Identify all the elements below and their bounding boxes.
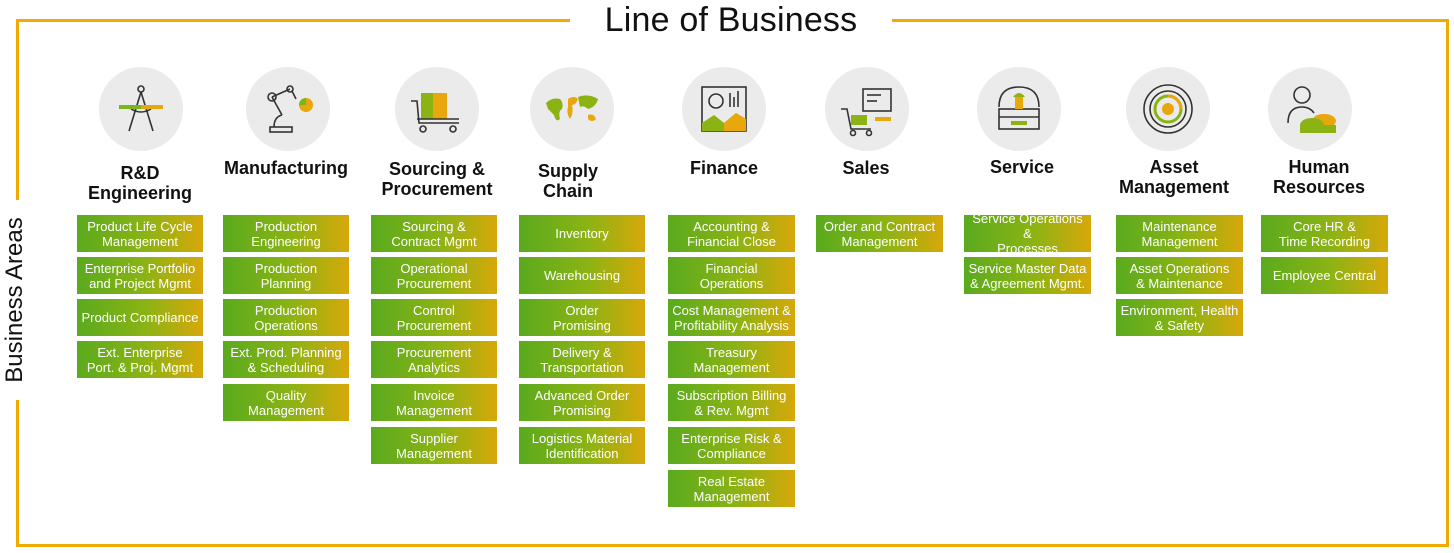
item-fin-7[interactable]: Real Estate Management — [668, 470, 795, 507]
sales-cart-icon — [825, 67, 909, 151]
item-hr-1[interactable]: Core HR & Time Recording — [1261, 215, 1388, 252]
item-src-3[interactable]: Control Procurement — [371, 299, 497, 336]
item-svc-1[interactable]: Service Operations & Processes — [964, 211, 1091, 256]
item-src-4[interactable]: Procurement Analytics — [371, 341, 497, 378]
item-svc-2[interactable]: Service Master Data & Agreement Mgmt. — [964, 257, 1091, 294]
side-label-text: Business Areas — [1, 217, 28, 383]
finance-report-icon — [682, 67, 766, 151]
item-asset-2[interactable]: Asset Operations & Maintenance — [1116, 257, 1243, 294]
item-sc-6[interactable]: Logistics Material Identification — [519, 427, 645, 464]
cart-icon — [395, 67, 479, 151]
item-hr-2[interactable]: Employee Central — [1261, 257, 1388, 294]
column-title-asset: Asset Management — [1118, 157, 1230, 197]
item-fin-4[interactable]: Treasury Management — [668, 341, 795, 378]
column-title-sales: Sales — [842, 158, 890, 178]
item-fin-6[interactable]: Enterprise Risk & Compliance — [668, 427, 795, 464]
item-src-6[interactable]: Supplier Management — [371, 427, 497, 464]
item-mfg-4[interactable]: Ext. Prod. Planning & Scheduling — [223, 341, 349, 378]
item-rd-3[interactable]: Product Compliance — [77, 299, 203, 336]
item-fin-2[interactable]: Financial Operations — [668, 257, 795, 294]
column-title-rd: R&D Engineering — [87, 163, 192, 203]
item-fin-1[interactable]: Accounting & Financial Close — [668, 215, 795, 252]
column-title-supply-chain: Supply Chain — [537, 161, 598, 201]
column-title-hr: Human Resources — [1272, 157, 1366, 197]
person-icon — [1268, 67, 1352, 151]
item-sales-1[interactable]: Order and Contract Management — [816, 215, 943, 252]
target-icon — [1126, 67, 1210, 151]
item-src-1[interactable]: Sourcing & Contract Mgmt — [371, 215, 497, 252]
item-asset-1[interactable]: Maintenance Management — [1116, 215, 1243, 252]
item-sc-4[interactable]: Delivery & Transportation — [519, 341, 645, 378]
item-sc-3[interactable]: Order Promising — [519, 299, 645, 336]
item-fin-5[interactable]: Subscription Billing & Rev. Mgmt — [668, 384, 795, 421]
item-asset-3[interactable]: Environment, Health & Safety — [1116, 299, 1243, 336]
item-rd-4[interactable]: Ext. Enterprise Port. & Proj. Mgmt — [77, 341, 203, 378]
world-map-icon — [530, 67, 614, 151]
column-title-manufacturing: Manufacturing — [224, 158, 348, 178]
item-sc-1[interactable]: Inventory — [519, 215, 645, 252]
column-title-service: Service — [989, 157, 1055, 177]
item-mfg-5[interactable]: Quality Management — [223, 384, 349, 421]
item-src-5[interactable]: Invoice Management — [371, 384, 497, 421]
item-rd-1[interactable]: Product Life Cycle Management — [77, 215, 203, 252]
item-mfg-2[interactable]: Production Planning — [223, 257, 349, 294]
column-title-finance: Finance — [689, 158, 759, 178]
item-rd-2[interactable]: Enterprise Portfolio and Project Mgmt — [77, 257, 203, 294]
item-fin-3[interactable]: Cost Management & Profitability Analysis — [668, 299, 795, 336]
compass-icon — [99, 67, 183, 151]
side-label: Business Areas — [0, 200, 30, 400]
robot-arm-icon — [246, 67, 330, 151]
item-mfg-3[interactable]: Production Operations — [223, 299, 349, 336]
service-desk-icon — [977, 67, 1061, 151]
page-title: Line of Business — [570, 0, 892, 40]
item-mfg-1[interactable]: Production Engineering — [223, 215, 349, 252]
item-sc-2[interactable]: Warehousing — [519, 257, 645, 294]
item-sc-5[interactable]: Advanced Order Promising — [519, 384, 645, 421]
item-src-2[interactable]: Operational Procurement — [371, 257, 497, 294]
column-title-sourcing: Sourcing & Procurement — [381, 159, 493, 199]
